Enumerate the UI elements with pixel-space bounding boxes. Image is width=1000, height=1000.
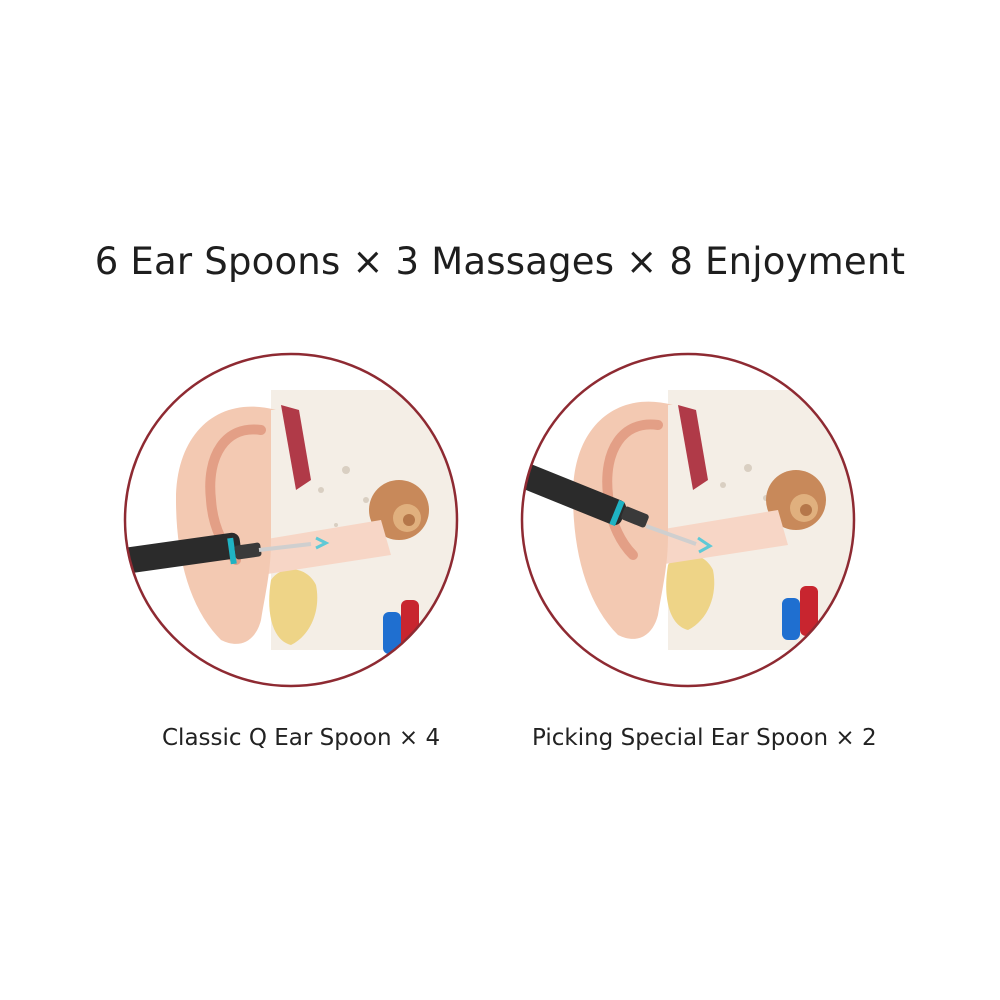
muscle-band bbox=[678, 405, 708, 490]
caption-classic: Classic Q Ear Spoon × 4 bbox=[162, 725, 441, 751]
muscle-band bbox=[281, 405, 311, 490]
ear-panel-classic bbox=[121, 350, 461, 690]
ear-canal bbox=[658, 510, 788, 565]
ring-border bbox=[123, 352, 459, 688]
vein bbox=[782, 598, 800, 640]
headline: 6 Ear Spoons × 3 Massages × 8 Enjoyment bbox=[94, 240, 906, 283]
caption-picking: Picking Special Ear Spoon × 2 bbox=[532, 725, 877, 751]
ear-panel-picking bbox=[518, 350, 858, 690]
ring-border bbox=[520, 352, 856, 688]
ear-pick-tool bbox=[522, 460, 713, 554]
artery bbox=[800, 586, 818, 636]
ear-illustration-picking bbox=[520, 352, 856, 688]
outer-ear bbox=[573, 401, 673, 639]
ear-illustration-classic bbox=[123, 352, 459, 688]
vein bbox=[383, 612, 401, 654]
outer-ear bbox=[176, 406, 276, 644]
cartilage bbox=[269, 569, 318, 645]
ear-canal bbox=[261, 520, 391, 575]
cartilage bbox=[666, 554, 715, 630]
ear-pick-tool bbox=[125, 532, 330, 574]
